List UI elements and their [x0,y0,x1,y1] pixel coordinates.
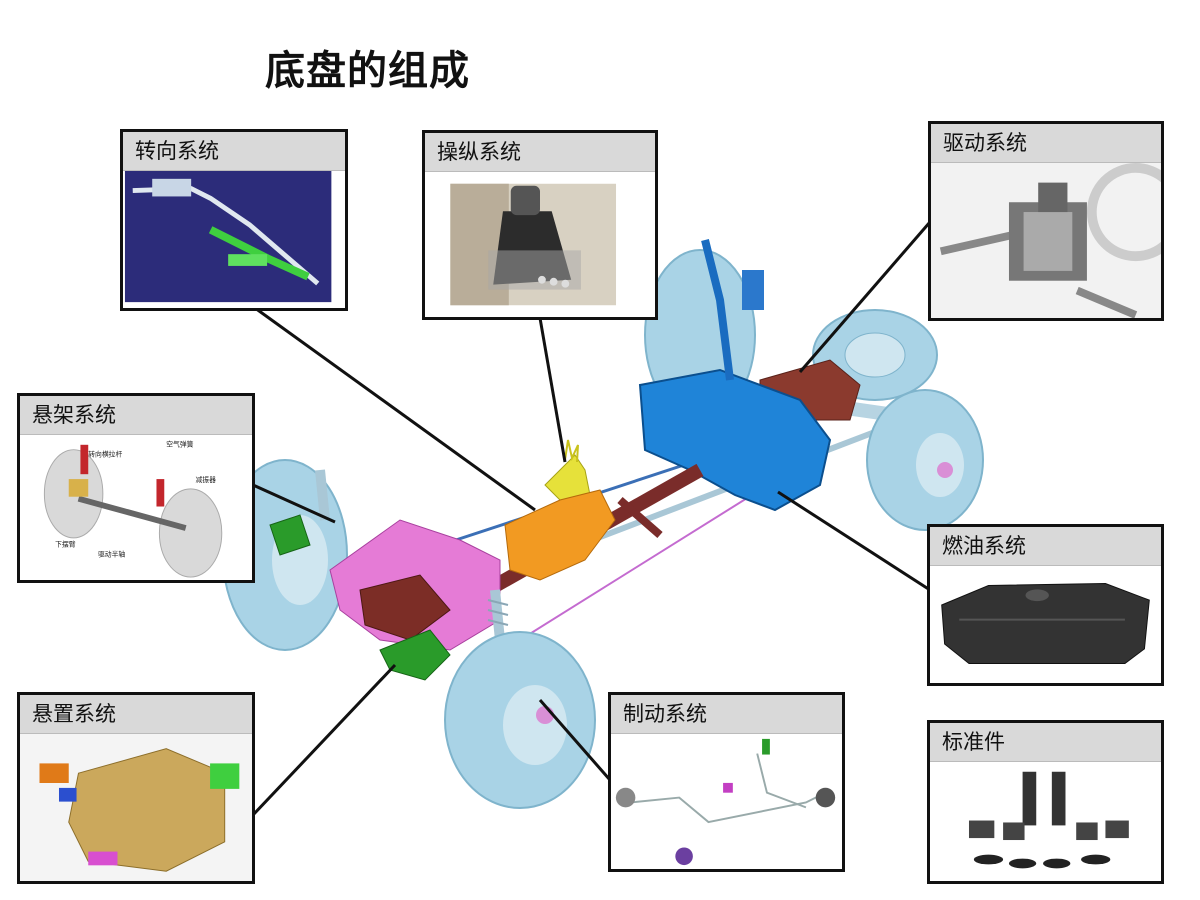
steering-system-image [123,171,345,308]
fasteners-image [930,762,1161,881]
page-title: 底盘的组成 [265,48,470,94]
engine-mount [379,629,451,681]
panel-mount-label: 悬置系统 [20,695,252,734]
callout-half-shaft: 驱动半轴 [98,549,125,558]
panel-drive: 驱动系统 [928,121,1164,321]
transmission [504,489,616,581]
panel-control: 操纵系统 [422,130,658,320]
fuel-tank [638,368,832,512]
panel-fuel-label: 燃油系统 [930,527,1161,566]
panel-brake: 制动系统 [608,692,845,872]
panel-fuel: 燃油系统 [927,524,1164,686]
panel-fasteners: 标准件 [927,720,1164,884]
panel-mount: 悬置系统 [17,692,255,884]
panel-steering: 转向系统 [120,129,348,311]
engine-mount-image [20,734,252,881]
callout-lower-arm: 下摆臂 [55,540,76,549]
panel-suspension: 悬架系统 转向横拉杆 空气弹簧 减振器 下摆臂 驱动半轴 [17,393,255,583]
suspension-system-image: 转向横拉杆 空气弹簧 减振器 下摆臂 驱动半轴 [20,435,252,580]
panel-drive-label: 驱动系统 [931,124,1161,163]
panel-control-label: 操纵系统 [425,133,655,172]
callout-tie-rod: 转向横拉杆 [88,450,122,459]
gear-shifter-image [425,172,655,317]
brake-system-image [611,734,842,869]
panel-steering-label: 转向系统 [123,132,345,171]
callout-damper: 减振器 [195,475,216,484]
callout-air-spring: 空气弹簧 [166,440,193,449]
panel-suspension-label: 悬架系统 [20,396,252,435]
fuel-tank-image [930,566,1161,683]
drive-system-image [931,163,1161,318]
panel-fasteners-label: 标准件 [930,723,1161,762]
panel-brake-label: 制动系统 [611,695,842,734]
